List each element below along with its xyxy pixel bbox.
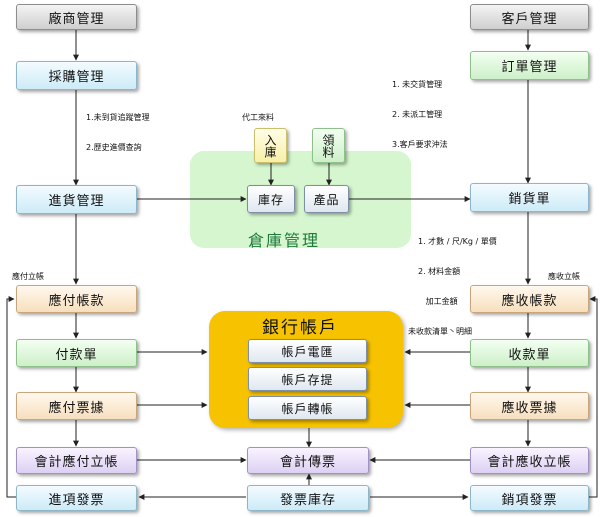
customer-mgmt-box: 客戶管理 bbox=[470, 4, 589, 30]
order-note-1: 1. 未交貨管理 bbox=[392, 80, 443, 89]
sales-invoice-box: 銷項發票 bbox=[470, 485, 589, 511]
sales-note-3: 加工金額 bbox=[418, 297, 458, 306]
inventory-box: 庫存 bbox=[247, 185, 295, 213]
payable-label: 應付立帳 bbox=[12, 272, 44, 281]
bank-transfer-box: 帳戶轉帳 bbox=[248, 396, 367, 420]
bank-deposit-box: 帳戶存提 bbox=[248, 367, 367, 391]
notes-receivable-box: 應收票據 bbox=[470, 392, 589, 420]
material-pick-box: 領料 bbox=[312, 128, 345, 163]
purchase-mgmt-box: 採購管理 bbox=[16, 61, 137, 90]
purchase-notes: 1.未到貨追蹤管理 2.歷史進價查詢 bbox=[86, 93, 150, 163]
inbound-box: 入庫 bbox=[254, 128, 287, 163]
invoice-stock-box: 發票庫存 bbox=[247, 485, 369, 511]
receipt-detail-label: 未收款清單丶明細 bbox=[408, 327, 472, 336]
order-mgmt-box: 訂單管理 bbox=[470, 51, 589, 80]
order-note-2: 2. 未派工管理 bbox=[392, 110, 443, 119]
order-notes: 1. 未交貨管理 2. 未派工管理 3.客戶要求沖法 bbox=[392, 60, 448, 160]
receiving-mgmt-box: 進貨管理 bbox=[16, 185, 137, 214]
sales-note-2: 2. 材料金額 bbox=[418, 267, 461, 276]
product-box: 產品 bbox=[304, 185, 349, 213]
sales-slip-box: 銷貨單 bbox=[470, 183, 589, 212]
receipt-slip-box: 收款單 bbox=[470, 339, 589, 367]
purchase-note-2: 2.歷史進價查詢 bbox=[86, 143, 142, 152]
sales-notes: 1. 才數 / 尺/Kg / 單價 2. 材料金額 加工金額 bbox=[418, 217, 497, 317]
order-note-3: 3.客戶要求沖法 bbox=[392, 140, 448, 149]
accounts-receivable-box: 應收帳款 bbox=[470, 285, 589, 313]
sales-note-1: 1. 才數 / 尺/Kg / 單價 bbox=[418, 237, 497, 246]
bank-remit-box: 帳戶電匯 bbox=[248, 339, 367, 363]
bank-title: 銀行帳戶 bbox=[262, 318, 338, 338]
acct-payable-entry-box: 會計應付立帳 bbox=[16, 447, 137, 474]
notes-payable-box: 應付票據 bbox=[16, 392, 137, 420]
accounting-voucher-box: 會計傳票 bbox=[247, 447, 369, 474]
warehouse-title: 倉庫管理 bbox=[248, 231, 321, 250]
vendor-mgmt-box: 廠商管理 bbox=[16, 4, 137, 30]
receivable-label: 應收立帳 bbox=[548, 272, 580, 281]
acct-receivable-entry-box: 會計應收立帳 bbox=[470, 447, 589, 474]
purchase-invoice-box: 進項發票 bbox=[16, 485, 137, 511]
purchase-note-1: 1.未到貨追蹤管理 bbox=[86, 113, 150, 122]
payment-slip-box: 付款單 bbox=[16, 339, 137, 367]
accounts-payable-box: 應付帳款 bbox=[16, 285, 137, 313]
contract-label: 代工來料 bbox=[242, 113, 274, 122]
